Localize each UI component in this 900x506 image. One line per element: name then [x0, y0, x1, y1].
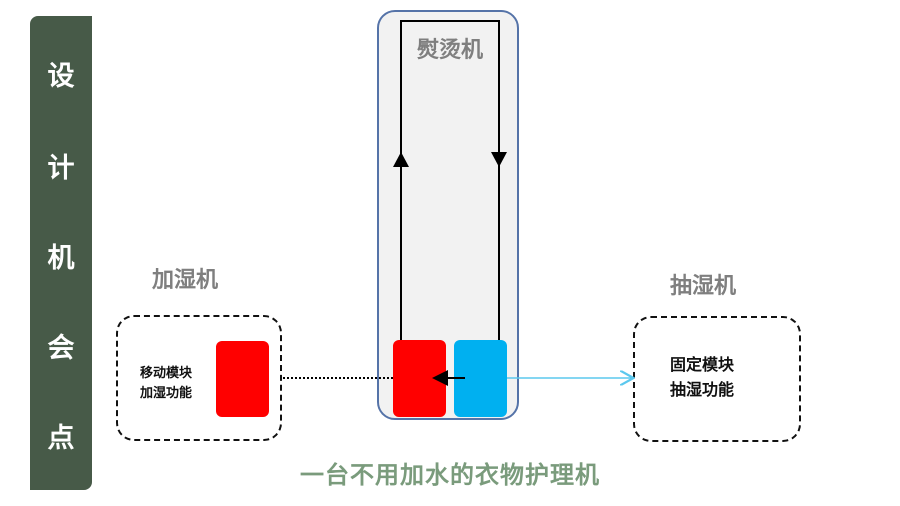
sidebar-char: 机 [47, 243, 75, 274]
sidebar-char: 计 [47, 153, 75, 184]
humidifier-title: 加湿机 [152, 268, 219, 293]
humidifier-red-module [216, 341, 269, 417]
humidifier-desc-line2: 加湿功能 [140, 386, 193, 402]
sidebar-char: 点 [47, 423, 75, 454]
humidifier-dashed-box [116, 315, 282, 441]
ironing-machine-title: 熨烫机 [416, 38, 483, 63]
arrow-down-icon [491, 152, 507, 167]
sidebar-char: 会 [47, 333, 75, 364]
dehumidifier-title: 抽湿机 [670, 274, 737, 299]
dehumidifier-desc: 固定模块 抽湿功能 [670, 353, 734, 403]
humidifier-desc-line1: 移动模块 [140, 366, 193, 381]
sidebar-char: 设 [47, 61, 75, 92]
dehumidifier-desc-line1: 固定模块 [670, 355, 735, 374]
footer-caption: 一台不用加水的衣物护理机 [300, 461, 600, 489]
sidebar-banner: 设 计 机 会 点 [30, 16, 92, 490]
dehumidifier-desc-line2: 抽湿功能 [670, 379, 735, 399]
air-loop-path [400, 20, 500, 340]
humidifier-desc: 移动模块 加湿功能 [140, 364, 192, 404]
arrow-up-icon [393, 152, 409, 167]
